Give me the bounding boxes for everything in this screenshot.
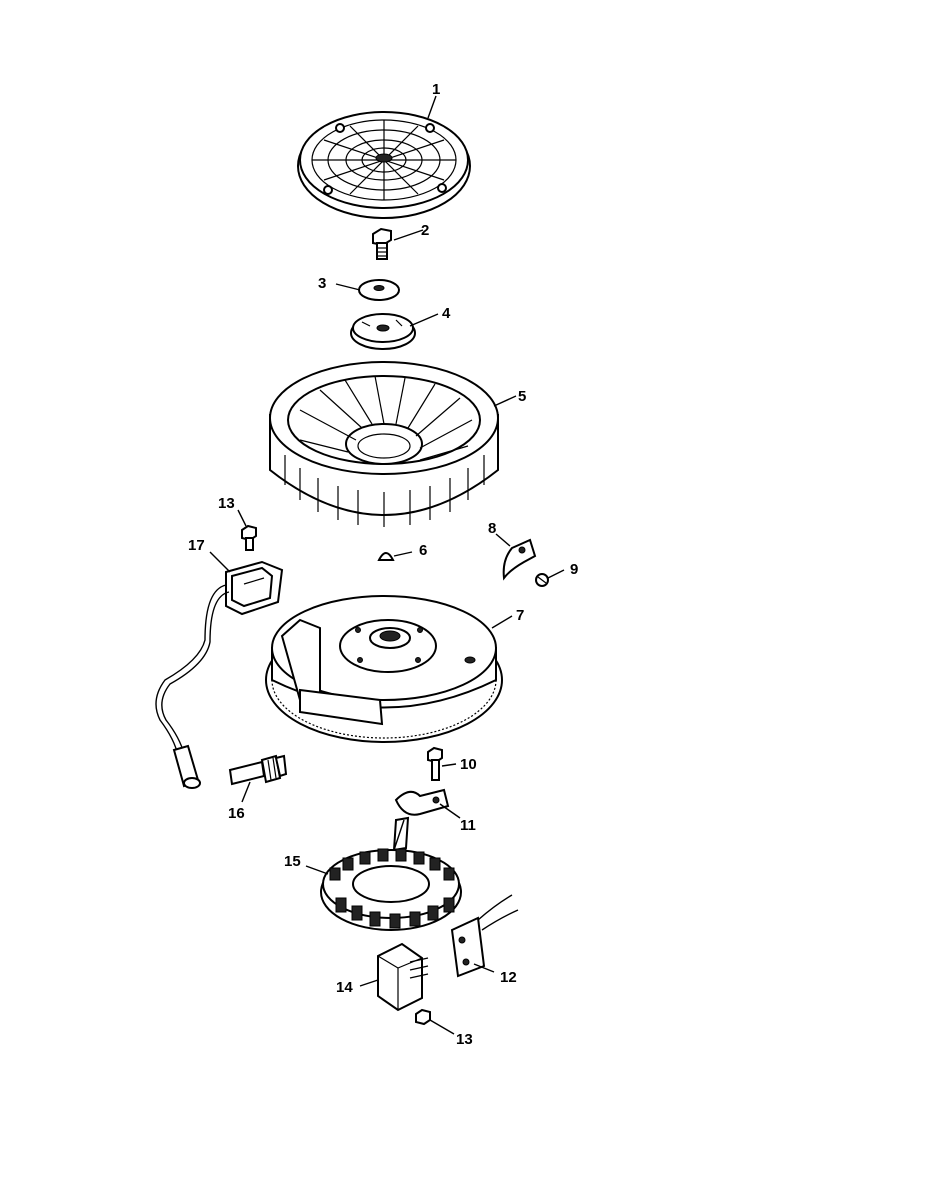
callout-14: 14 <box>336 979 353 996</box>
callout-9: 9 <box>570 561 578 578</box>
fan <box>269 361 499 527</box>
callout-13-lower: 13 <box>456 1031 473 1048</box>
callout-8: 8 <box>488 520 496 537</box>
flywheel <box>265 595 503 743</box>
callout-13-upper: 13 <box>218 495 235 512</box>
ground-lead <box>450 894 519 978</box>
stator-bolt <box>427 746 443 781</box>
callout-3: 3 <box>318 275 326 292</box>
grass-screen <box>297 111 471 219</box>
callout-2: 2 <box>421 222 429 239</box>
callout-4: 4 <box>442 305 451 322</box>
washer <box>358 279 400 301</box>
callout-6: 6 <box>419 542 427 559</box>
callout-1: 1 <box>432 81 440 98</box>
leader-lines <box>209 95 565 1035</box>
stator <box>320 819 462 931</box>
clamp <box>392 788 450 852</box>
callout-10: 10 <box>460 756 477 773</box>
callout-11: 11 <box>460 817 476 834</box>
clip <box>502 538 537 581</box>
callout-labels: 1 2 3 4 5 13 17 8 6 9 7 10 16 11 15 12 1… <box>188 81 578 1048</box>
screw <box>241 524 257 551</box>
screw <box>415 1008 431 1026</box>
screen-adapter <box>350 313 416 350</box>
screen-bolt <box>372 227 392 260</box>
callout-15: 15 <box>284 853 301 870</box>
callout-5: 5 <box>518 388 526 405</box>
callout-16: 16 <box>228 805 245 822</box>
ignition-module <box>155 560 284 789</box>
spark-plug <box>228 754 288 786</box>
key <box>377 552 395 561</box>
clip-screw <box>535 573 549 587</box>
callout-17: 17 <box>188 537 205 554</box>
callout-12: 12 <box>500 969 517 986</box>
callout-7: 7 <box>516 607 524 624</box>
rectifier-regulator <box>377 942 429 1012</box>
